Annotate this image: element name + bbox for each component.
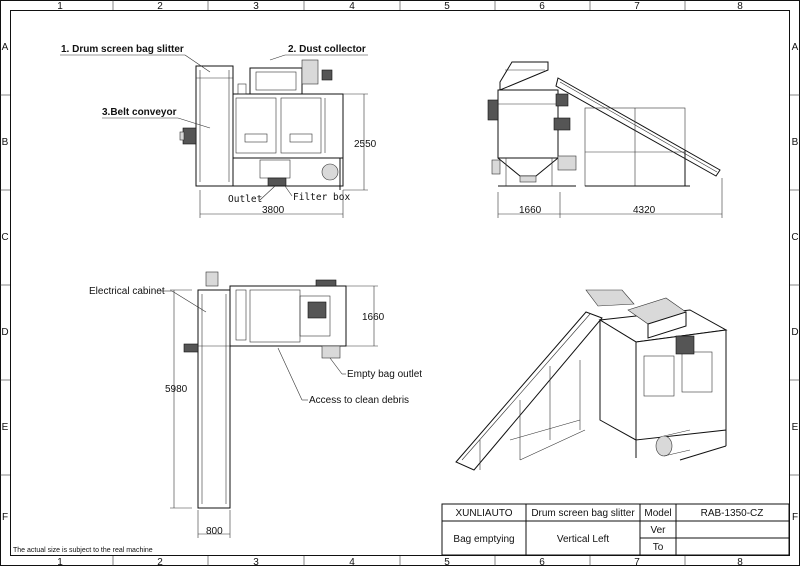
row-label: B	[2, 137, 9, 148]
title-orientation: Vertical Left	[557, 534, 609, 545]
label-access-to-clean-debris: Access to clean debris	[309, 395, 409, 406]
dim-top-width: 800	[206, 526, 223, 537]
col-label: 5	[444, 1, 450, 12]
title-block-frame	[441, 503, 790, 556]
col-label: 8	[737, 1, 743, 12]
isometric-view	[455, 289, 728, 471]
col-label: 3	[253, 1, 259, 12]
row-labels-left: A B C D E F	[1, 42, 8, 523]
row-label: A	[2, 42, 9, 53]
side-view: 1660 4320	[487, 61, 723, 218]
label-drum-screen-bag-slitter: 1. Drum screen bag slitter	[61, 44, 184, 55]
iso-motor	[675, 335, 695, 355]
col-label: 1	[57, 1, 63, 12]
col-label: 5	[444, 557, 450, 566]
front-main-frame	[232, 93, 344, 159]
col-label: 2	[157, 1, 163, 12]
row-label: D	[1, 327, 8, 338]
col-label: 4	[349, 1, 355, 12]
dim-top-length: 5980	[165, 384, 188, 395]
dim-side-left: 1660	[519, 205, 542, 216]
side-hopper	[499, 61, 549, 91]
column-labels-top: 1 2 3 4 5 6 7 8	[57, 1, 743, 12]
label-outlet: Outlet	[228, 194, 262, 205]
front-motor	[182, 127, 197, 145]
row-label: F	[792, 512, 798, 523]
row-label: E	[792, 422, 799, 433]
top-main-frame	[229, 285, 347, 347]
iso-outlet-pipe	[655, 435, 673, 457]
row-label: B	[792, 137, 799, 148]
row-label: F	[2, 512, 8, 523]
row-labels-right: A B C D E F	[791, 42, 798, 523]
col-label: 8	[737, 557, 743, 566]
dim-front-width: 3800	[262, 205, 285, 216]
top-view: 1660 5980 800 Electrical cabinet Empty b…	[89, 271, 422, 538]
dim-front-height: 2550	[354, 139, 377, 150]
row-label: D	[791, 327, 798, 338]
side-main-body	[497, 89, 559, 159]
label-empty-bag-outlet: Empty bag outlet	[347, 369, 422, 380]
front-fan-circle	[321, 163, 339, 181]
title-company: XUNLIAUTO	[455, 508, 512, 519]
title-model-label: Model	[644, 508, 671, 519]
col-label: 6	[539, 557, 545, 566]
title-block: XUNLIAUTO Drum screen bag slitter Model …	[441, 503, 790, 556]
top-conveyor	[197, 289, 231, 509]
title-product: Drum screen bag slitter	[531, 508, 635, 519]
title-model-value: RAB-1350-CZ	[701, 508, 764, 519]
label-filter-box: Filter box	[293, 192, 350, 203]
column-ticks	[112, 0, 686, 566]
dim-top-height: 1660	[362, 312, 385, 323]
col-label: 3	[253, 557, 259, 566]
col-label: 4	[349, 557, 355, 566]
title-to-label: To	[653, 542, 664, 553]
row-label: C	[791, 232, 798, 243]
iso-conveyor	[455, 311, 603, 471]
front-belt-conveyor-body	[195, 65, 234, 187]
label-belt-conveyor: 3.Belt conveyor	[102, 107, 177, 118]
col-label: 7	[634, 1, 640, 12]
col-label: 2	[157, 557, 163, 566]
front-view: 2550 3800 Outlet Filter box 1. Drum scre…	[60, 44, 377, 218]
inner-border	[10, 10, 790, 556]
footnote: The actual size is subject to the real m…	[13, 547, 153, 554]
label-electrical-cabinet: Electrical cabinet	[89, 286, 165, 297]
label-dust-collector: 2. Dust collector	[288, 44, 366, 55]
col-label: 7	[634, 557, 640, 566]
dim-side-right: 4320	[633, 205, 656, 216]
row-label: C	[1, 232, 8, 243]
col-label: 6	[539, 1, 545, 12]
row-ticks	[0, 94, 800, 476]
row-label: E	[2, 422, 9, 433]
iso-hopper	[585, 289, 635, 307]
row-label: A	[792, 42, 799, 53]
title-ver-label: Ver	[650, 525, 666, 536]
col-label: 1	[57, 557, 63, 566]
title-function: Bag emptying	[453, 534, 514, 545]
column-labels-bottom: 1 2 3 4 5 6 7 8	[57, 557, 743, 566]
